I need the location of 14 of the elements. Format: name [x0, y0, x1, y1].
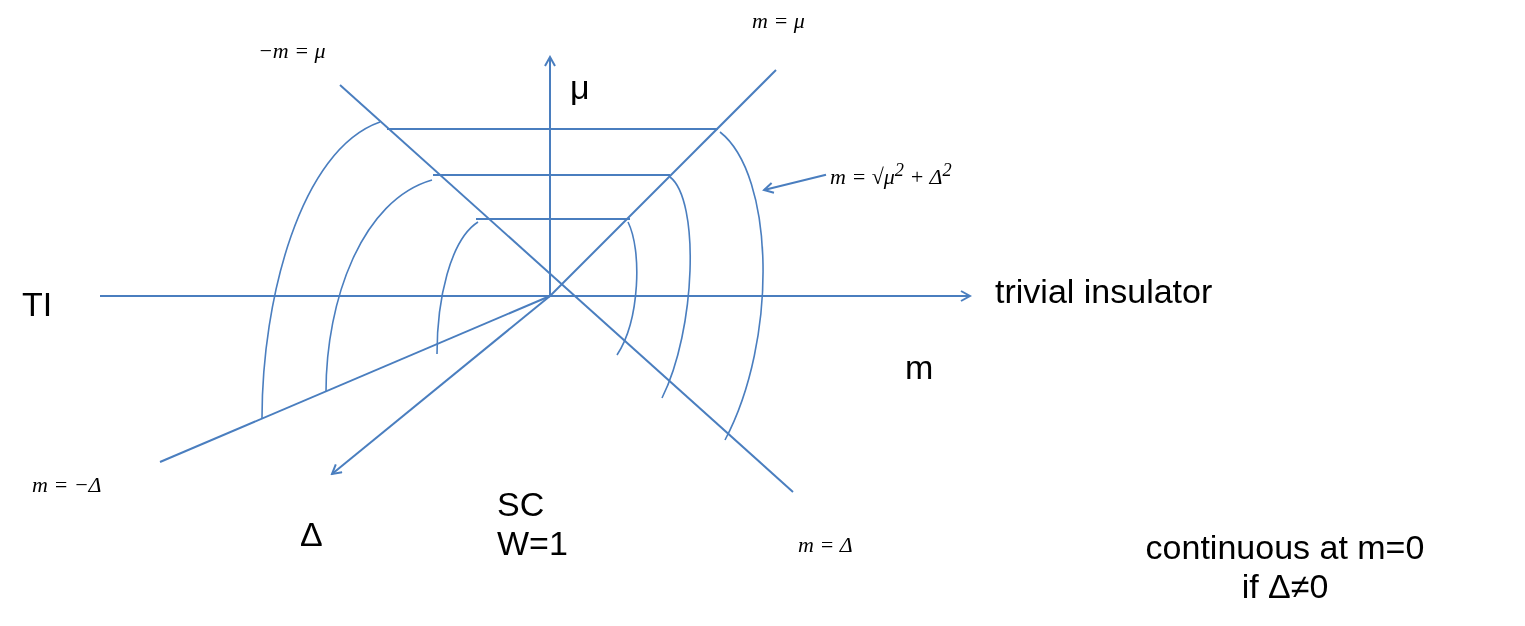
- equation-label: m = −Δ: [32, 472, 102, 498]
- leader-arrow: [763, 173, 827, 194]
- note: continuous at m=0 if Δ≠0: [1144, 528, 1426, 607]
- axis-label: μ: [570, 68, 590, 108]
- phase-label: TI: [22, 285, 53, 325]
- equation-label: m = √μ$^{2}$ + Δ$^{2}$: [830, 160, 952, 190]
- axis-label: m: [905, 348, 934, 388]
- equation-label: m = μ: [752, 8, 805, 34]
- equation-label: m = Δ: [798, 532, 853, 558]
- phase-label: SC W=1: [497, 485, 569, 564]
- equation-label: −m = μ: [258, 38, 326, 64]
- phase-curve: [719, 131, 764, 441]
- phase-label: trivial insulator: [995, 272, 1213, 312]
- axis-label: Δ: [300, 515, 323, 555]
